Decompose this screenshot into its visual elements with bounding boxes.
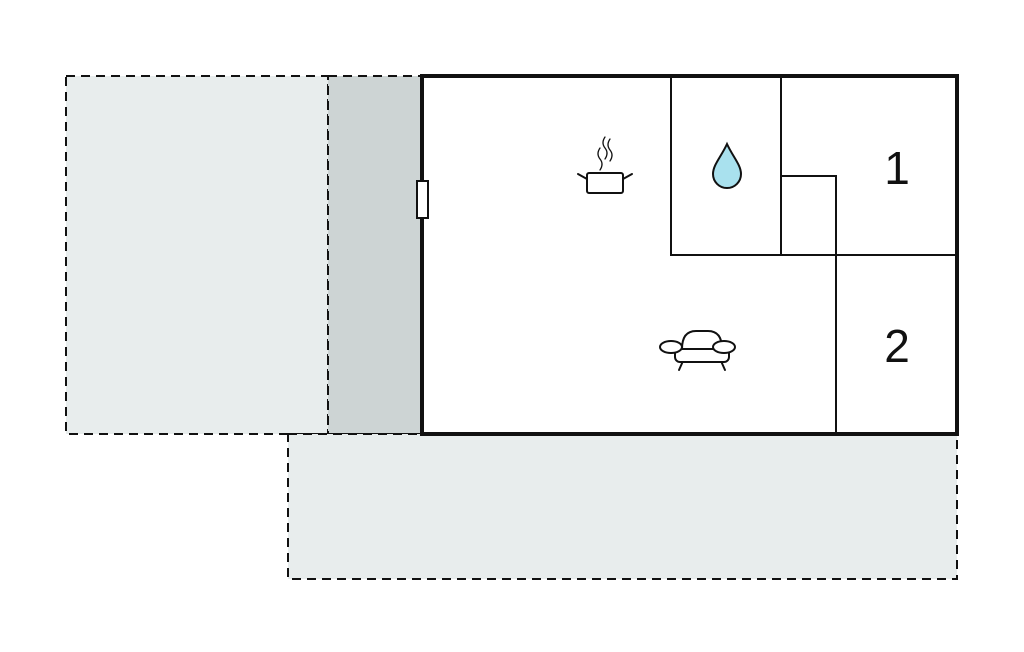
cooking-pot-icon [577, 136, 633, 194]
terrace-left [65, 75, 329, 435]
water-drop-icon [711, 141, 743, 189]
sofa-icon [659, 330, 736, 371]
bedroom-2-label: 2 [884, 320, 910, 372]
entrance-door [416, 180, 429, 219]
interior-walls [670, 76, 957, 434]
bedroom-1-label: 1 [884, 142, 910, 194]
terrace-bottom [287, 433, 958, 580]
covered-terrace [327, 75, 423, 435]
